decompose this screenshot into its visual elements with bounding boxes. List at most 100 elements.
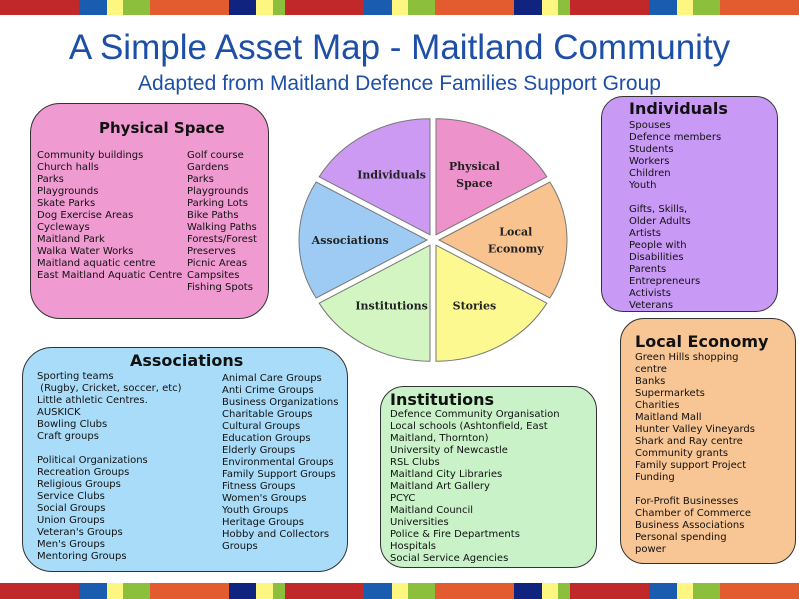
list-item: Veterans <box>629 300 674 311</box>
pie-slice-physical-space <box>435 118 548 236</box>
list-item: Craft groups <box>37 431 99 442</box>
individuals-title: Individuals <box>629 99 728 118</box>
list-item: Shark and Ray centre <box>635 436 743 447</box>
stripe-segment <box>720 0 799 15</box>
stripe-segment <box>541 0 559 15</box>
list-item: Business Organizations <box>222 397 339 408</box>
pie-label: Individuals <box>357 169 426 182</box>
list-item: Forests/Forest <box>187 234 257 245</box>
list-item: Little athletic Centres. <box>37 395 148 406</box>
stripe-segment <box>513 0 542 15</box>
stripe-segment <box>256 0 274 15</box>
stripe-segment <box>513 583 542 599</box>
list-item: Activists <box>629 288 671 299</box>
stripe-segment <box>149 583 229 599</box>
pie-label: Associations <box>311 234 389 247</box>
list-item: Bike Paths <box>187 210 239 221</box>
stripe-segment <box>123 0 150 15</box>
list-item: Maitland Mall <box>635 412 702 423</box>
stripe-segment <box>78 583 107 599</box>
list-item: Men's Groups <box>37 539 105 550</box>
stripe-segment <box>558 583 571 599</box>
list-item: Cycleways <box>37 222 90 233</box>
stripe-segment <box>0 583 79 599</box>
associations-left-list: Sporting teams (Rugby, Cricket, soccer, … <box>37 371 182 563</box>
list-item: Social Groups <box>37 503 106 514</box>
list-item: Disabilities <box>629 252 684 263</box>
list-item <box>635 484 755 496</box>
list-item: centre <box>635 364 667 375</box>
list-item: Supermarkets <box>635 388 705 399</box>
list-item: Hobby and Collectors <box>222 529 330 540</box>
list-item: Maitland City Libraries <box>390 469 503 480</box>
list-item: University of Newcastle <box>390 445 508 456</box>
list-item: Sporting teams <box>37 371 114 382</box>
list-item: Walking Paths <box>187 222 257 233</box>
associations-box: Associations Sporting teams (Rugby, Cric… <box>22 347 348 572</box>
page-subtitle: Adapted from Maitland Defence Families S… <box>138 72 661 95</box>
list-item: Business Associations <box>635 520 745 531</box>
list-item: Playgrounds <box>187 186 249 197</box>
list-item: Children <box>629 168 671 179</box>
list-item: Maitland, Thornton) <box>390 433 489 444</box>
list-item: Spouses <box>629 120 671 131</box>
list-item: Veteran's Groups <box>37 527 123 538</box>
list-item: Banks <box>635 376 666 387</box>
pie-slice-stories <box>435 244 548 362</box>
bottom-color-stripe <box>0 583 799 599</box>
stripe-segment <box>693 0 721 15</box>
list-item: Parents <box>629 264 667 275</box>
stripe-segment <box>273 0 286 15</box>
stripe-segment <box>363 0 392 15</box>
list-item: Walka Water Works <box>37 246 134 257</box>
list-item: Environmental Groups <box>222 457 334 468</box>
list-item: People with <box>629 240 687 251</box>
list-item <box>37 443 182 455</box>
list-item: Universities <box>390 517 449 528</box>
list-item: Police & Fire Departments <box>390 529 520 540</box>
list-item: PCYC <box>390 493 416 504</box>
list-item: AUSKICK <box>37 407 81 418</box>
list-item: Campsites <box>187 270 240 281</box>
list-item: Workers <box>629 156 670 167</box>
list-item: Maitland Council <box>390 505 474 516</box>
pie-slice-associations <box>298 181 429 299</box>
list-item: RSL Clubs <box>390 457 440 468</box>
pie-label: Space <box>456 177 492 190</box>
list-item: Students <box>629 144 674 155</box>
stripe-segment <box>408 583 436 599</box>
list-item: Elderly Groups <box>222 445 296 456</box>
list-item: Women's Groups <box>222 493 307 504</box>
list-item: Social Service Agencies <box>390 553 509 564</box>
list-item: Youth <box>629 180 657 191</box>
pie-slice-individuals <box>318 118 431 236</box>
pie-label: Economy <box>488 243 544 256</box>
list-item: Church halls <box>37 162 99 173</box>
stripe-segment <box>391 0 409 15</box>
list-item: (Rugby, Cricket, soccer, etc) <box>37 383 182 394</box>
list-item: Family support Project <box>635 460 747 471</box>
list-item: Parking Lots <box>187 198 248 209</box>
list-item: Parks <box>187 174 214 185</box>
list-item: East Maitland Aquatic Centre <box>37 270 183 281</box>
list-item: Mentoring Groups <box>37 551 127 562</box>
list-item: Cultural Groups <box>222 421 301 432</box>
list-item: Fitness Groups <box>222 481 296 492</box>
stripe-segment <box>570 0 650 15</box>
stripe-segment <box>570 583 650 599</box>
stripe-segment <box>558 0 571 15</box>
list-item: Defence Community Organisation <box>390 409 560 420</box>
stripe-segment <box>123 583 150 599</box>
stripe-segment <box>649 583 677 599</box>
list-item: Union Groups <box>37 515 105 526</box>
list-item: Green Hills shopping <box>635 352 739 363</box>
list-item: Artists <box>629 228 661 239</box>
list-item: Preserves <box>187 246 236 257</box>
